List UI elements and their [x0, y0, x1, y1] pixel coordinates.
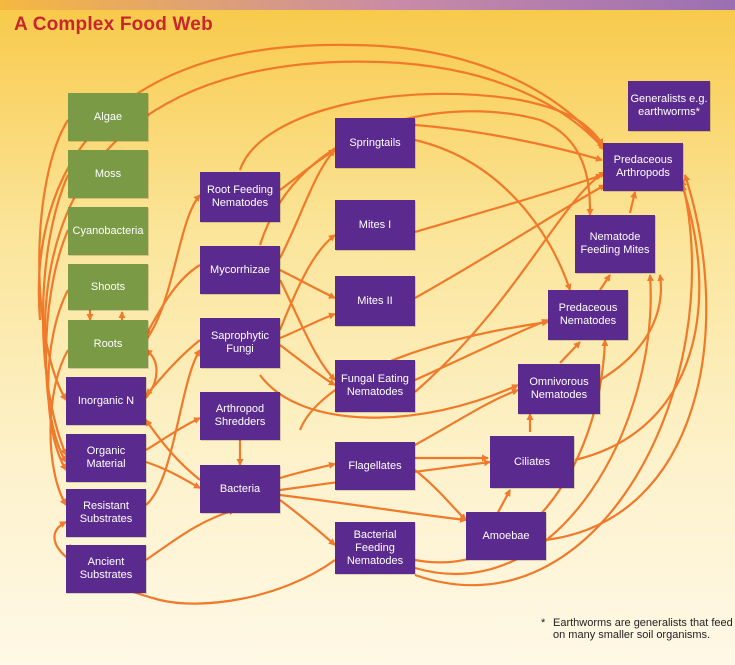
arrow-fungaleating-to-prednem	[414, 318, 549, 382]
arrow-mycorr-to-roots	[145, 264, 201, 336]
arrow-nemmites-to-predarth	[628, 191, 638, 214]
arrow-saproph-to-inorganic	[145, 339, 201, 396]
arrow-rootfeeding-loop-predarth	[238, 92, 604, 171]
node-bacteria: Bacteria	[200, 465, 280, 513]
node-generalists: Generalists e.g. earthworms*	[628, 81, 710, 131]
node-predaceous-nematodes: Predaceous Nematodes	[548, 290, 628, 340]
arrow-saproph-to-fungaleating	[279, 344, 336, 386]
arrow-ancient-to-bacteria	[145, 508, 236, 561]
arrow-bactfeeding-to-nemmites	[414, 274, 654, 575]
arrow-ancient-to-resistant	[53, 521, 71, 561]
arrow-amoebae-to-predarth	[545, 174, 708, 542]
arrow-bacteria-to-amoebae	[279, 493, 467, 523]
node-inorganic-n: Inorganic N	[66, 377, 146, 425]
node-arthropod-shredders: Arthropod Shredders	[200, 392, 280, 440]
arrow-roots-loop-predarth	[37, 43, 604, 321]
arrow-springtails-loop-prednem	[414, 138, 572, 291]
arrow-bacteria-to-inorganic	[145, 419, 201, 481]
node-ancient-substrates: Ancient Substrates	[66, 545, 146, 593]
arrow-saproph-to-mites2	[279, 312, 336, 340]
node-bacterial-feeding-nematodes: Bacterial Feeding Nematodes	[335, 522, 415, 574]
node-organic-material: Organic Material	[66, 434, 146, 482]
node-predaceous-arthropods: Predaceous Arthropods	[603, 143, 683, 191]
node-algae: Algae	[68, 93, 148, 141]
arrow-mycorr-loop-nemmites	[258, 110, 594, 246]
arrow-mycorr-to-mites2	[279, 269, 336, 299]
node-moss: Moss	[68, 150, 148, 198]
arrow-mites2-to-predarth	[414, 184, 606, 299]
node-amoebae: Amoebae	[466, 512, 546, 560]
arrow-flagellates-to-amoebae	[414, 469, 467, 521]
arrow-omni-to-nemmites	[599, 274, 665, 381]
arrow-bacteria-to-flagellates	[279, 461, 336, 480]
node-springtails: Springtails	[335, 118, 415, 168]
arrow-fungaleating-loop-predarth	[414, 171, 606, 393]
arrow-bactfeeding-to-predarth	[414, 179, 694, 587]
node-mites-2: Mites II	[335, 276, 415, 326]
arrow-roots-to-rootfeeding	[145, 194, 201, 341]
node-fungal-eating-nematodes: Fungal Eating Nematodes	[335, 360, 415, 412]
top-accent-bar	[0, 0, 735, 10]
node-mycorrhizae: Mycorrhizae	[200, 246, 280, 294]
arrow-organic-to-bacteria	[145, 460, 201, 489]
node-omnivorous-nematodes: Omnivorous Nematodes	[518, 364, 600, 414]
node-saprophytic-fungi: Saprophytic Fungi	[200, 318, 280, 368]
arrow-algae-to-inorganic	[38, 119, 69, 401]
node-resistant-substrates: Resistant Substrates	[66, 489, 146, 537]
arrow-mycorr-to-fungaleating	[279, 279, 336, 381]
node-cyanobacteria: Cyanobacteria	[68, 207, 148, 255]
arrow-moss-to-organic	[41, 174, 70, 456]
arrow-roots-to-resistant	[49, 349, 69, 506]
node-root-feeding-nematodes: Root Feeding Nematodes	[200, 172, 280, 222]
footnote: * Earthworms are generalists that feed o…	[541, 617, 733, 641]
arrow-mites1-to-predarth	[414, 173, 603, 234]
node-mites-1: Mites I	[335, 200, 415, 250]
arrow-bacteria-to-bactfeeding	[279, 499, 336, 546]
footnote-text: Earthworms are generalists that feed on …	[553, 617, 733, 641]
node-nematode-feeding-mites: Nematode Feeding Mites	[575, 215, 655, 273]
node-ciliates: Ciliates	[490, 436, 574, 488]
arrow-mycorr-to-springtails	[279, 149, 336, 259]
footnote-mark: *	[541, 617, 546, 629]
arrow-resistant-to-saproph	[145, 349, 201, 506]
node-flagellates: Flagellates	[335, 442, 415, 490]
arrow-flagellates-to-omni	[414, 388, 519, 446]
arrow-omni-to-prednem	[559, 341, 581, 364]
arrow-ciliates-to-predarth	[574, 184, 701, 462]
node-shoots: Shoots	[68, 264, 148, 310]
arrow-springtails-to-predarth	[414, 123, 603, 162]
arrow-saproph-to-mites1	[278, 234, 336, 331]
arrow-inorganic-loop-predarth	[43, 60, 606, 391]
diagram-title: A Complex Food Web	[14, 14, 213, 35]
arrow-prednem-to-nemmites	[599, 274, 611, 291]
node-roots: Roots	[68, 320, 148, 368]
